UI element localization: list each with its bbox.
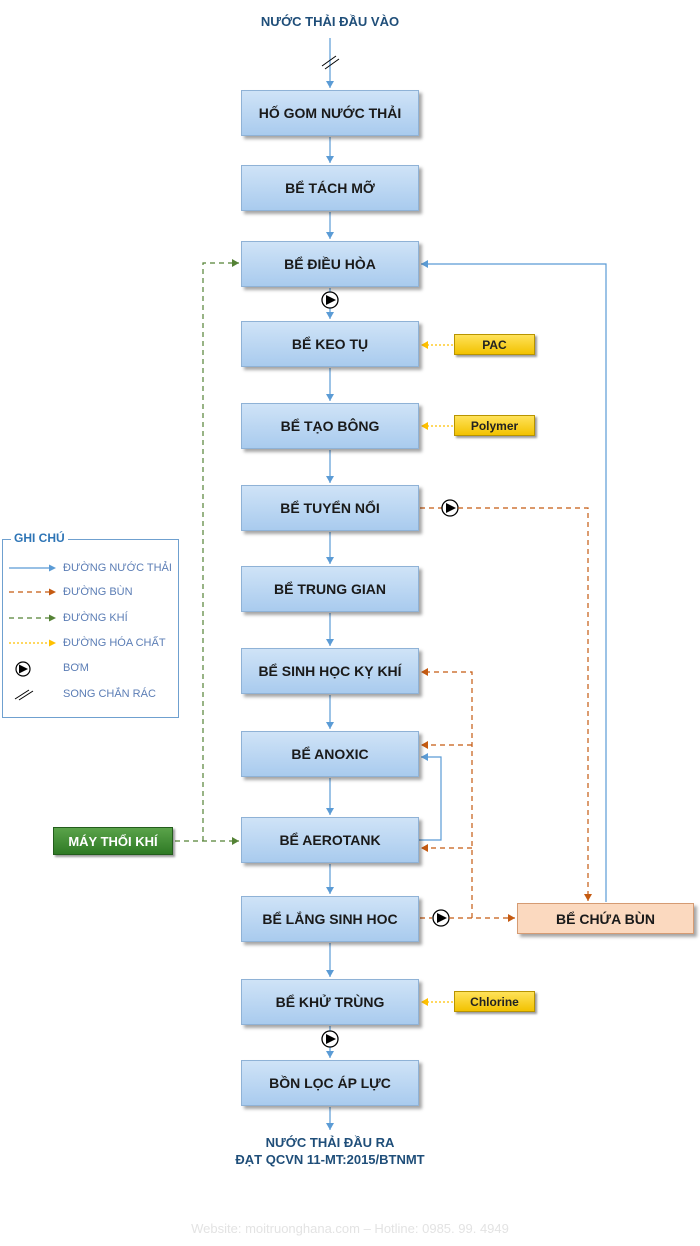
legend-item-screen: SONG CHẮN RÁC	[3, 687, 178, 703]
step-anaerobic-tank: BỂ SINH HỌC KỴ KHÍ	[241, 648, 419, 694]
sludge-tank: BỂ CHỨA BÙN	[517, 903, 694, 934]
legend-item-chemical-line: ĐƯỜNG HÓA CHẤT	[3, 636, 178, 652]
step-grease-trap: BỂ TÁCH MỠ	[241, 165, 419, 211]
air-blower: MÁY THỔI KHÍ	[53, 827, 173, 855]
footer-contact: Website: moitruonghana.com – Hotline: 09…	[191, 1221, 509, 1236]
recycle-aerotank-to-anoxic	[419, 756, 442, 841]
step-disinfection-tank: BỂ KHỬ TRÙNG	[241, 979, 419, 1025]
output-standard: ĐẠT QCVN 11-MT:2015/BTNMT	[235, 1152, 425, 1167]
legend: GHI CHÚ ĐƯỜNG NƯỚC THẢI ĐƯỜNG BÙN ĐƯỜNG …	[2, 531, 179, 718]
return-sludge-to-anaerobic	[421, 671, 473, 918]
pump-flotation-sludge-glyph	[446, 503, 456, 513]
chemical-line-icon	[9, 639, 56, 647]
legend-item-air-line: ĐƯỜNG KHÍ	[3, 611, 178, 627]
air-to-equalization-arrowhead	[232, 259, 239, 267]
flow-intermediate-to-anaerobic-arrowhead	[326, 639, 334, 646]
output-label: NƯỚC THẢI ĐẦU RA	[265, 1135, 395, 1150]
flow-flocculation-to-flotation-arrowhead	[326, 476, 334, 483]
step-flocculation-tank: BỂ TẠO BÔNG	[241, 403, 419, 449]
step-settling-tank: BỂ LẮNG SINH HOC	[241, 896, 419, 942]
dosing-pac-arrowhead	[421, 341, 428, 349]
dosing-polymer-arrowhead	[421, 422, 428, 430]
pump-after-equalization-glyph	[326, 295, 336, 305]
recycle-aerotank-to-anoxic-arrowhead	[421, 753, 428, 761]
air-to-equalization	[202, 262, 239, 841]
step-anoxic-tank: BỂ ANOXIC	[241, 731, 419, 777]
flow-filter-to-output-arrowhead	[326, 1123, 334, 1130]
chemical-pac: PAC	[454, 334, 535, 355]
flow-grease-to-equalization-arrowhead	[326, 232, 334, 239]
flow-coagulation-to-flocculation-arrowhead	[326, 394, 334, 401]
chemical-chlorine: Chlorine	[454, 991, 535, 1012]
step-coagulation-tank: BỂ KEO TỤ	[241, 321, 419, 367]
flow-aerotank-to-settling-arrowhead	[326, 887, 334, 894]
chemical-polymer: Polymer	[454, 415, 535, 436]
legend-item-water-line: ĐƯỜNG NƯỚC THẢI	[3, 561, 178, 577]
screen-icon	[14, 689, 34, 701]
return-sludge-to-aerotank-arrowhead	[421, 844, 428, 852]
legend-title: GHI CHÚ	[11, 531, 68, 545]
return-water-to-equalization	[421, 263, 607, 902]
flow-flotation-to-intermediate-arrowhead	[326, 557, 334, 564]
step-collection-pit: HỐ GOM NƯỚC THẢI	[241, 90, 419, 136]
air-line-icon	[9, 614, 56, 622]
flow-input-to-pit-arrowhead	[326, 81, 334, 88]
flow-disinfection-to-filter-arrowhead	[326, 1051, 334, 1058]
pump-after-disinfection-glyph	[326, 1034, 336, 1044]
return-sludge-to-anaerobic-arrowhead	[421, 668, 428, 676]
legend-item-sludge-line: ĐƯỜNG BÙN	[3, 585, 178, 601]
pump-icon	[15, 661, 31, 677]
step-flotation-tank: BỂ TUYỂN NỔI	[241, 485, 419, 531]
return-sludge-to-anoxic-arrowhead	[421, 741, 428, 749]
step-intermediate-tank: BỂ TRUNG GIAN	[241, 566, 419, 612]
screen-symbol-2	[324, 58, 340, 70]
screen-symbol	[321, 55, 337, 67]
legend-item-pump: BƠM	[3, 661, 178, 677]
flow-anaerobic-to-anoxic-arrowhead	[326, 722, 334, 729]
sludge-settling-to-tank-arrowhead	[508, 914, 515, 922]
step-pressure-filter: BỒN LỌC ÁP LỰC	[241, 1060, 419, 1106]
water-line-icon	[9, 564, 56, 572]
air-to-aerotank-arrowhead	[232, 837, 239, 845]
sludge-line-icon	[9, 588, 56, 596]
pump-settling-sludge-glyph	[437, 913, 447, 923]
flow-anoxic-to-aerotank-arrowhead	[326, 808, 334, 815]
step-equalization-tank: BỂ ĐIỀU HÒA	[241, 241, 419, 287]
sludge-flotation-to-tank	[458, 507, 589, 901]
sludge-flotation-to-tank-arrowhead	[584, 894, 592, 901]
return-water-to-equalization-arrowhead	[421, 260, 428, 268]
flow-settling-to-disinfection-arrowhead	[326, 970, 334, 977]
flow-equalization-to-coagulation-arrowhead	[326, 312, 334, 319]
dosing-chlorine-arrowhead	[421, 998, 428, 1006]
step-aerotank: BỂ AEROTANK	[241, 817, 419, 863]
flow-pit-to-grease-arrowhead	[326, 156, 334, 163]
input-label: NƯỚC THẢI ĐẦU VÀO	[260, 14, 400, 29]
